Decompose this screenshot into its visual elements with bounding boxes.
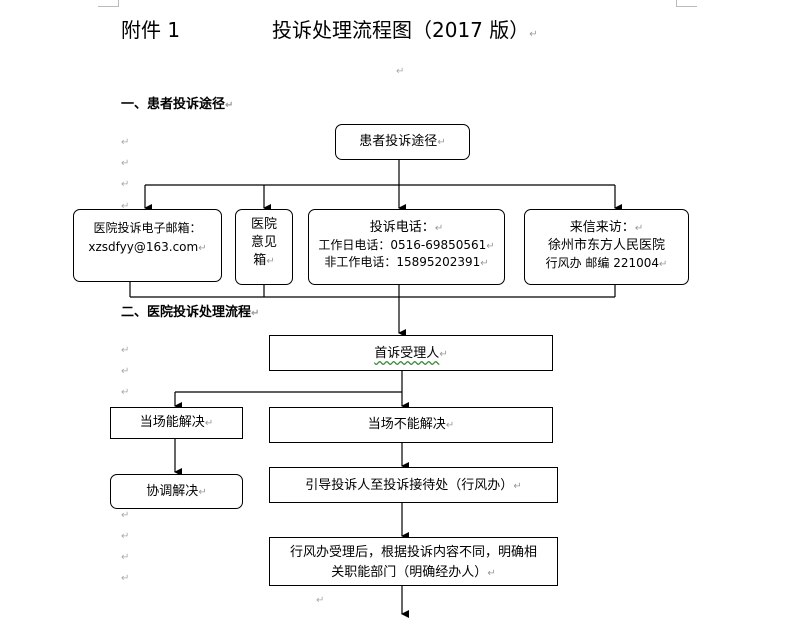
node-email: 医院投诉电子邮箱： xzsdfyy@163.com↵: [73, 209, 222, 282]
paragraph-mark: ↵: [121, 366, 130, 377]
node-first-receiver: 首诉受理人↵: [269, 335, 553, 371]
email-label: 医院投诉电子邮箱：: [93, 221, 202, 235]
node-cannot-solve-on-spot: 当场不能解决↵: [269, 407, 553, 443]
after-acceptance-line-2: 关职能部门（明确经办人）↵: [331, 564, 496, 580]
suggestion-box-line-3: 箱↵: [253, 253, 275, 269]
suggestion-box-line-1: 医院: [250, 217, 277, 232]
node-guide-to-reception: 引导投诉人至投诉接待处（行风办）↵: [269, 467, 558, 503]
letter-title: 来信来访：↵: [569, 220, 644, 235]
paragraph-mark: ↵: [121, 510, 130, 521]
node-coordinate: 协调解决↵: [110, 474, 243, 509]
paragraph-mark: ↵: [121, 387, 130, 398]
node-solve-on-spot: 当场能解决↵: [110, 407, 243, 439]
paragraph-mark: ↵: [121, 552, 130, 563]
node-phone: 投诉电话：↵ 工作日电话：0516-69850561↵ 非工作电话：158952…: [308, 209, 505, 285]
letter-hospital: 徐州市东方人民医院: [547, 238, 665, 254]
suggestion-box-line-2: 意见: [250, 235, 277, 251]
phone-title: 投诉电话：↵: [369, 220, 444, 235]
paragraph-mark: ↵: [121, 201, 130, 212]
paragraph-mark: ↵: [121, 137, 130, 148]
paragraph-mark: ↵: [396, 66, 405, 77]
paragraph-mark: ↵: [121, 179, 130, 190]
after-acceptance-line-1: 行风办受理后，根据投诉内容不同，明确相: [289, 545, 537, 560]
paragraph-mark: ↵: [121, 573, 130, 584]
page-title: 投诉处理流程图（2017 版）↵: [272, 18, 538, 42]
paragraph-mark: ↵: [121, 345, 130, 356]
node-complaint-channels: 患者投诉途径↵: [335, 124, 470, 160]
paragraph-mark: ↵: [121, 531, 130, 542]
node-letter-visit: 来信来访：↵ 徐州市东方人民医院 行风办 邮编 221004↵: [524, 209, 689, 285]
phone-off-hours: 非工作电话：15895202391↵: [324, 255, 489, 270]
node-suggestion-box: 医院 意见 箱↵: [235, 209, 293, 285]
crop-mark-top-left: [98, 0, 119, 7]
paragraph-mark: ↵: [121, 158, 130, 169]
phone-workday: 工作日电话：0516-69850561↵: [318, 238, 495, 253]
letter-office-postcode: 行风办 邮编 221004↵: [545, 256, 668, 271]
crop-mark-top-right: [676, 0, 697, 7]
paragraph-mark: ↵: [316, 595, 325, 606]
section-heading-channels: 一、患者投诉途径↵: [121, 97, 234, 112]
section-heading-process: 二、医院投诉处理流程↵: [121, 301, 262, 320]
email-value: xzsdfyy@163.com↵: [88, 239, 207, 254]
node-after-acceptance: 行风办受理后，根据投诉内容不同，明确相 关职能部门（明确经办人）↵: [269, 537, 558, 586]
attachment-label: 附件 1: [121, 18, 181, 42]
